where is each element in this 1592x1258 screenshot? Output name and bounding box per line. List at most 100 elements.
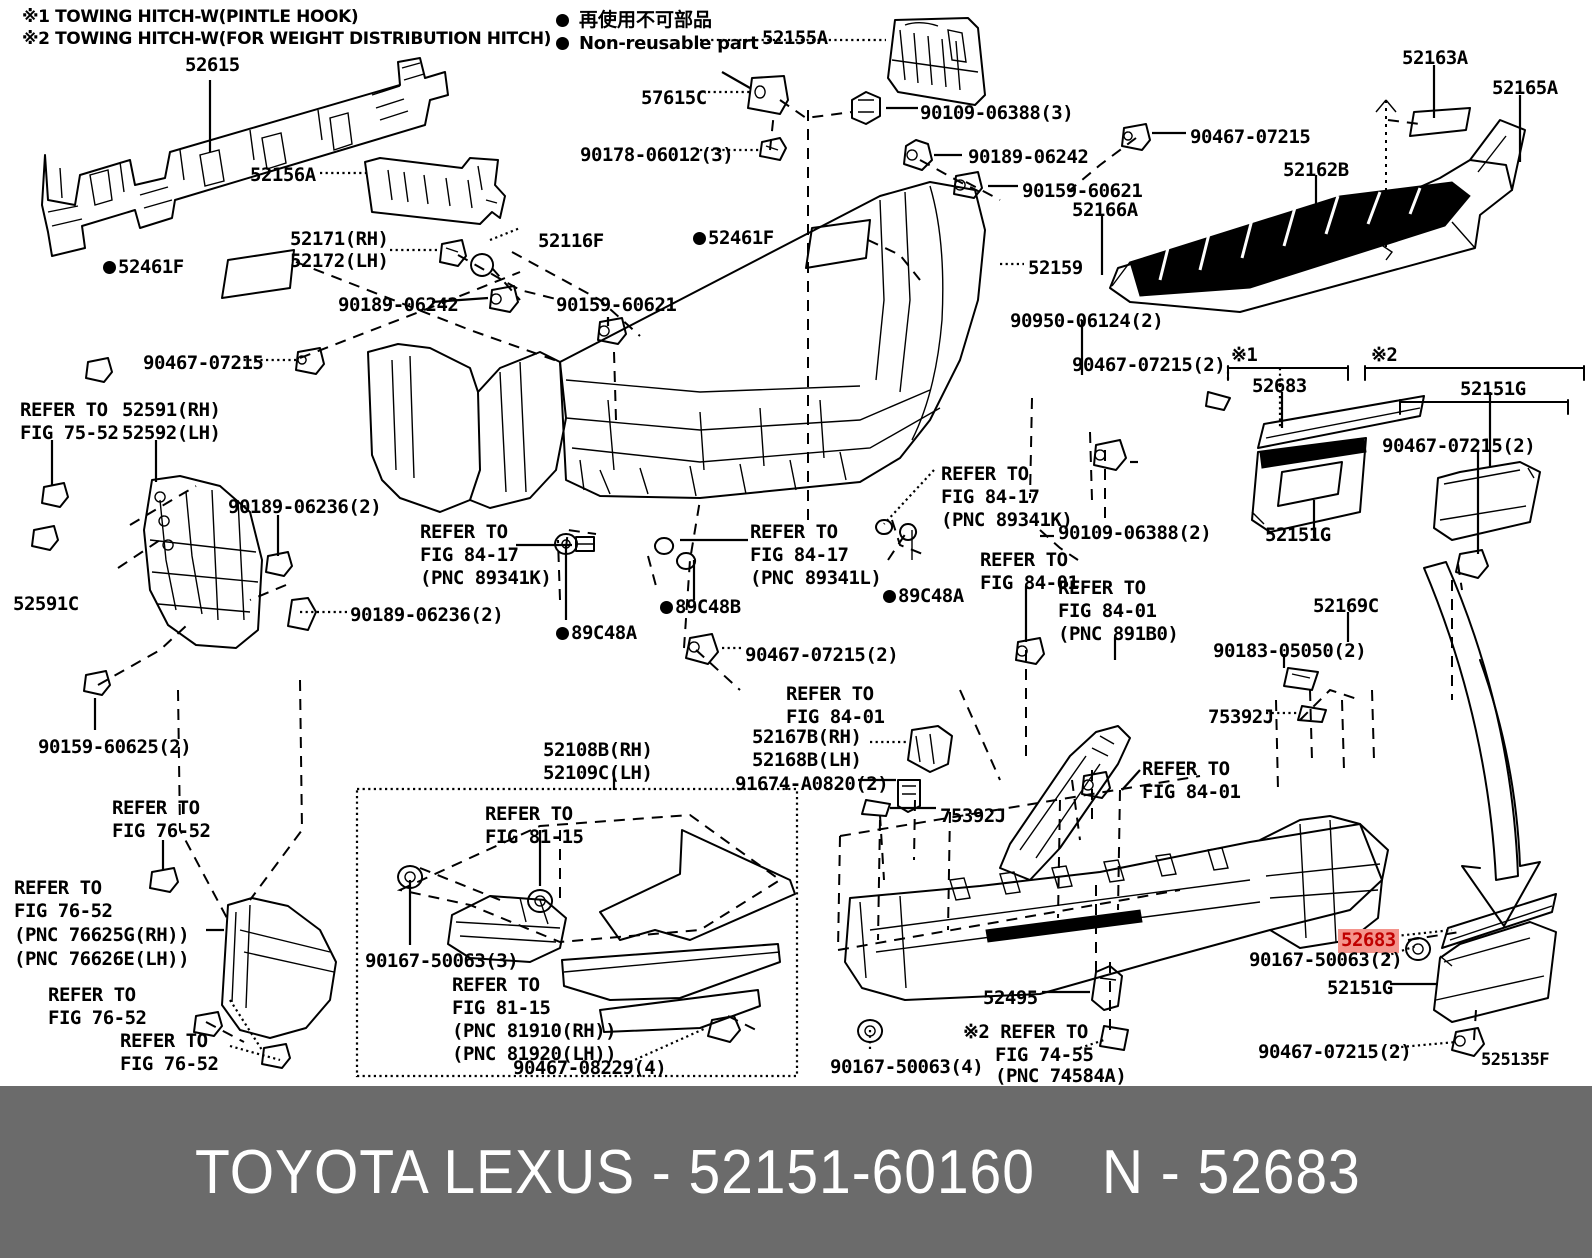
part-number-text: 89C48A: [571, 622, 637, 644]
fastener-52171-clip: [439, 239, 467, 267]
part-label-l61: 90178-06012(3): [580, 144, 734, 166]
part-label-l72: 52163A: [1402, 47, 1468, 69]
part-label-l09: REFER TO: [20, 399, 108, 421]
part-label-l26: FIG 76-52: [120, 1053, 219, 1075]
part-number-text: 89C48A: [898, 585, 964, 607]
fastener-52495: [1091, 965, 1123, 1011]
part-label-l25: REFER TO: [120, 1030, 208, 1052]
part-52151G-set2: [1433, 461, 1541, 541]
part-label-l31: 89C48B: [660, 597, 741, 618]
part-label-l64: 52166A: [1072, 199, 1138, 221]
part-label-l33: FIG 84-17: [750, 544, 849, 566]
fastener-90467-08229-4: [707, 1015, 741, 1043]
part-label-l58: 52155A: [762, 27, 828, 49]
direction-arrow: [1423, 561, 1541, 927]
fastener-74584A: [1099, 1025, 1129, 1051]
part-label-l05: 52116F: [538, 230, 604, 252]
part-label-l55: ※2 REFER TO: [963, 1021, 1088, 1043]
part-label-l67: 52159: [1028, 257, 1083, 279]
diagram-canvas: .s{fill:none;stroke:#000;stroke-width:2;…: [31, 17, 1585, 1078]
part-label-l39: 52167B(RH): [752, 726, 862, 748]
part-label-l79: FIG 84-01: [980, 572, 1079, 594]
part-label-l42: 75392J: [940, 805, 1006, 827]
fastener-75392J-right: [1297, 705, 1327, 723]
part-label-l81: FIG 84-01: [1058, 600, 1157, 622]
fastener-90109-06388-2: [1093, 439, 1127, 471]
part-label-l43: 52108B(RH): [543, 739, 653, 761]
fastener-90159-60625: [85, 357, 113, 383]
part-label-l44: 52109C(LH): [543, 762, 653, 784]
part-label-l29: (PNC 89341K): [420, 567, 552, 589]
part-label-l69: 90467-07215(2): [1072, 354, 1226, 376]
part-label-l63: 90159-60621: [1022, 180, 1143, 202]
part-label-l93: 75392J: [1208, 706, 1274, 728]
part-number-text: 52461F: [118, 256, 184, 278]
part-label-l57: (PNC 74584A): [995, 1065, 1127, 1087]
part-label-l16: 90159-60625(2): [38, 736, 192, 758]
part-57615C-bracket: [747, 75, 789, 115]
part-label-l49: FIG 81-15: [452, 997, 551, 1019]
part-label-l75: REFER TO: [941, 463, 1029, 485]
fastener-52116F-clip: [470, 253, 495, 277]
part-label-l51: (PNC 81920(LH)): [452, 1043, 617, 1065]
part-52591-mudguard: [143, 475, 263, 649]
non-reusable-bullet-icon: [556, 627, 569, 640]
part-number-text: 52461F: [708, 227, 774, 249]
part-label-l66: 52461F: [103, 257, 184, 278]
fastener-75392J-center: [861, 799, 891, 817]
part-label-l65: 52461F: [693, 228, 774, 249]
part-label-l15: 90189-06236(2): [350, 604, 504, 626]
legend-non-reusable-jp: 再使用不可部品: [556, 10, 712, 31]
fastener-fig8115: [527, 889, 554, 913]
part-label-l84: FIG 84-01: [1142, 781, 1241, 803]
note-hitch-2: ※2 TOWING HITCH-W(FOR WEIGHT DISTRIBUTIO…: [22, 29, 552, 49]
part-label-l11: 52591(RH): [122, 399, 221, 421]
part-label-l52: 90467-08229(4): [513, 1057, 667, 1079]
part-52156A-bracket: [364, 157, 506, 225]
non-reusable-bullet-icon: [556, 37, 569, 51]
part-label-l56: FIG 74-55: [995, 1044, 1094, 1066]
part-label-l74: 90109-06388(2): [1058, 522, 1212, 544]
part-label-l76: FIG 84-17: [941, 486, 1040, 508]
part-label-l86: ※2: [1371, 344, 1398, 366]
non-reusable-bullet-icon: [693, 232, 706, 245]
part-label-l89: 90467-07215(2): [1382, 435, 1536, 457]
part-lower-bumper-bar: [844, 815, 1389, 1001]
legend-label-jp: 再使用不可部品: [579, 9, 713, 31]
part-label-l34: (PNC 89341L): [750, 567, 882, 589]
part-label-l36: 90467-07215(2): [745, 644, 899, 666]
part-label-l45: REFER TO: [485, 803, 573, 825]
part-label-l32: REFER TO: [750, 521, 838, 543]
part-label-l62: 90189-06242: [968, 146, 1089, 168]
non-reusable-bullet-icon: [556, 13, 569, 27]
diagram-linework: .s{fill:none;stroke:#000;stroke-width:2;…: [31, 17, 1585, 1078]
part-label-l95: 90167-50063(2): [1249, 949, 1403, 971]
part-label-l14: 52591C: [13, 593, 79, 615]
part-label-l41: 91674-A0820(2): [735, 773, 889, 795]
part-52155A-bracket: [887, 17, 986, 106]
part-label-l88: 52151G: [1460, 378, 1526, 400]
part-label-l17: REFER TO: [112, 797, 200, 819]
part-52461F-seal-right: [805, 219, 871, 269]
part-label-l06: 90189-06242: [338, 294, 459, 316]
part-label-l82: (PNC 891B0): [1058, 623, 1179, 645]
part-label-l92: 90183-05050(2): [1213, 640, 1367, 662]
part-label-l03: 52171(RH): [290, 228, 389, 250]
part-label-l08: 90467-07215: [143, 352, 264, 374]
part-label-l83: REFER TO: [1142, 758, 1230, 780]
group-brackets: [1226, 365, 1585, 428]
part-label-l12: 52592(LH): [122, 422, 221, 444]
part-52683-52151G-set1: [1251, 395, 1425, 533]
fastener-89341K-terminal: [575, 536, 595, 552]
part-52162B-step-pad: [1109, 119, 1526, 313]
part-label-l85: ※1: [1231, 344, 1258, 366]
part-label-l97: 90467-07215(2): [1258, 1041, 1412, 1063]
part-label-l59: 57615C: [641, 87, 707, 109]
part-label-l02: 52156A: [250, 164, 316, 186]
part-label-l24: FIG 76-52: [48, 1007, 147, 1029]
non-reusable-bullet-icon: [103, 261, 116, 274]
part-label-l77: (PNC 89341K): [941, 509, 1073, 531]
fastener-90467-07215-topright: [1121, 123, 1151, 151]
fastener-90189-06242-left: [489, 285, 519, 313]
